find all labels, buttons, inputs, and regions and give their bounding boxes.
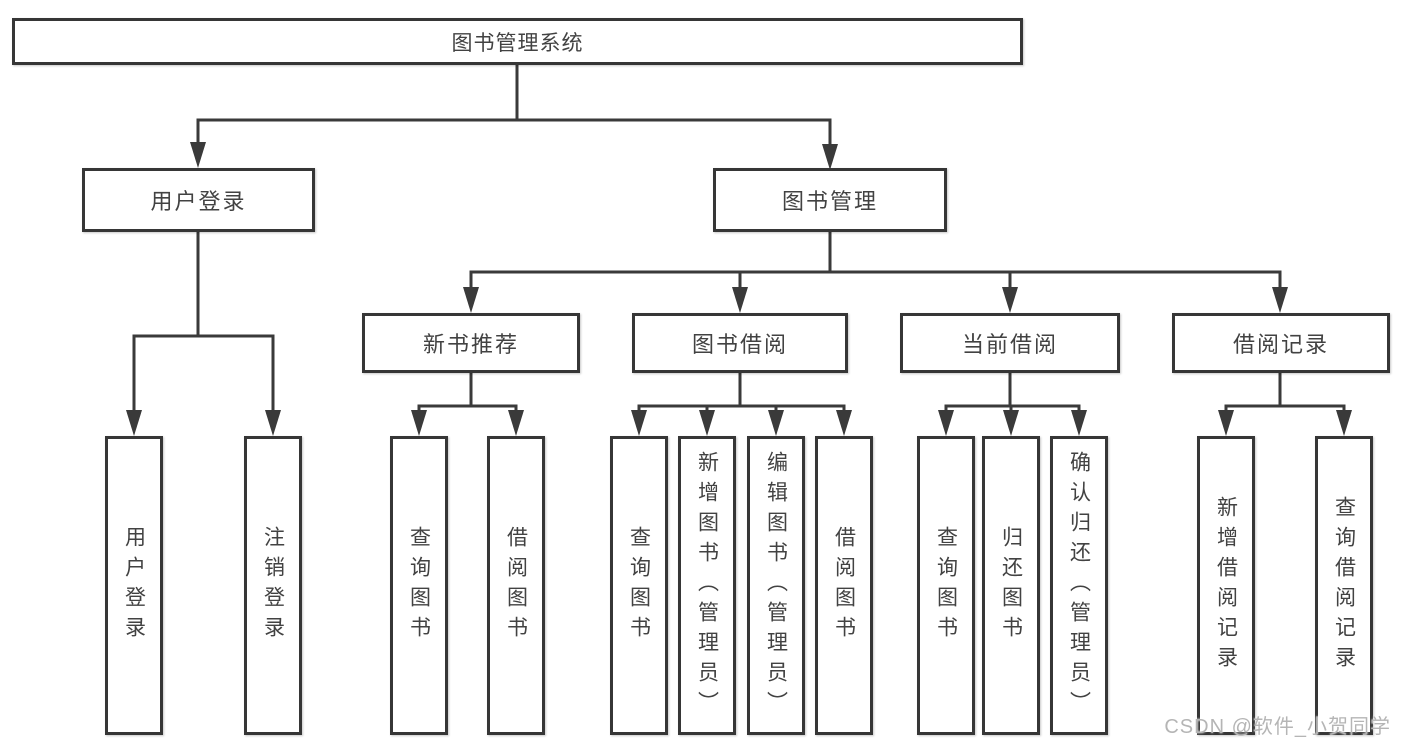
leaf-confirm-return-admin: 确认归还（管理员） bbox=[1050, 436, 1108, 735]
leaf-add-books-admin: 新增图书（管理员） bbox=[678, 436, 736, 735]
node-book-management-label: 图书管理 bbox=[781, 189, 878, 214]
leaf-query-books-borrow-label: 查询图书 bbox=[627, 525, 651, 646]
leaf-query-borrow-record-label: 查询借阅记录 bbox=[1332, 495, 1356, 676]
leaf-query-books-current-label: 查询图书 bbox=[934, 525, 958, 646]
node-borrow-records-label: 借阅记录 bbox=[1232, 332, 1329, 357]
leaf-edit-books-admin: 编辑图书（管理员） bbox=[747, 436, 805, 735]
leaf-edit-books-admin-label: 编辑图书（管理员） bbox=[764, 450, 788, 721]
node-new-book-recommend: 新书推荐 bbox=[362, 313, 580, 373]
leaf-confirm-return-admin-label: 确认归还（管理员） bbox=[1067, 450, 1091, 721]
leaf-query-borrow-record: 查询借阅记录 bbox=[1315, 436, 1373, 735]
leaf-user-login: 用户登录 bbox=[105, 436, 163, 735]
leaf-query-books-recommend: 查询图书 bbox=[390, 436, 448, 735]
leaf-add-borrow-record: 新增借阅记录 bbox=[1197, 436, 1255, 735]
leaf-borrow-books-label: 借阅图书 bbox=[832, 525, 856, 646]
node-current-borrow-label: 当前借阅 bbox=[961, 332, 1058, 357]
leaf-borrow-books-recommend-label: 借阅图书 bbox=[504, 525, 528, 646]
leaf-logout: 注销登录 bbox=[244, 436, 302, 735]
leaf-return-books: 归还图书 bbox=[982, 436, 1040, 735]
node-root: 图书管理系统 bbox=[12, 18, 1023, 65]
leaf-user-login-label: 用户登录 bbox=[122, 525, 146, 646]
node-book-borrow: 图书借阅 bbox=[632, 313, 848, 373]
leaf-query-books-borrow: 查询图书 bbox=[610, 436, 668, 735]
watermark: CSDN @软件_小贺同学 bbox=[1164, 716, 1391, 738]
node-book-borrow-label: 图书借阅 bbox=[691, 332, 788, 357]
leaf-return-books-label: 归还图书 bbox=[999, 525, 1023, 646]
node-user-login-label: 用户登录 bbox=[150, 189, 247, 214]
leaf-add-borrow-record-label: 新增借阅记录 bbox=[1214, 495, 1238, 676]
node-user-login: 用户登录 bbox=[82, 168, 315, 232]
node-borrow-records: 借阅记录 bbox=[1172, 313, 1390, 373]
node-root-label: 图书管理系统 bbox=[451, 31, 584, 55]
leaf-logout-label: 注销登录 bbox=[261, 525, 285, 646]
leaf-query-books-recommend-label: 查询图书 bbox=[407, 525, 431, 646]
node-current-borrow: 当前借阅 bbox=[900, 313, 1120, 373]
leaf-query-books-current: 查询图书 bbox=[917, 436, 975, 735]
leaf-borrow-books-recommend: 借阅图书 bbox=[487, 436, 545, 735]
leaf-borrow-books: 借阅图书 bbox=[815, 436, 873, 735]
node-book-management: 图书管理 bbox=[713, 168, 947, 232]
node-new-book-recommend-label: 新书推荐 bbox=[422, 332, 519, 357]
leaf-add-books-admin-label: 新增图书（管理员） bbox=[695, 450, 719, 721]
